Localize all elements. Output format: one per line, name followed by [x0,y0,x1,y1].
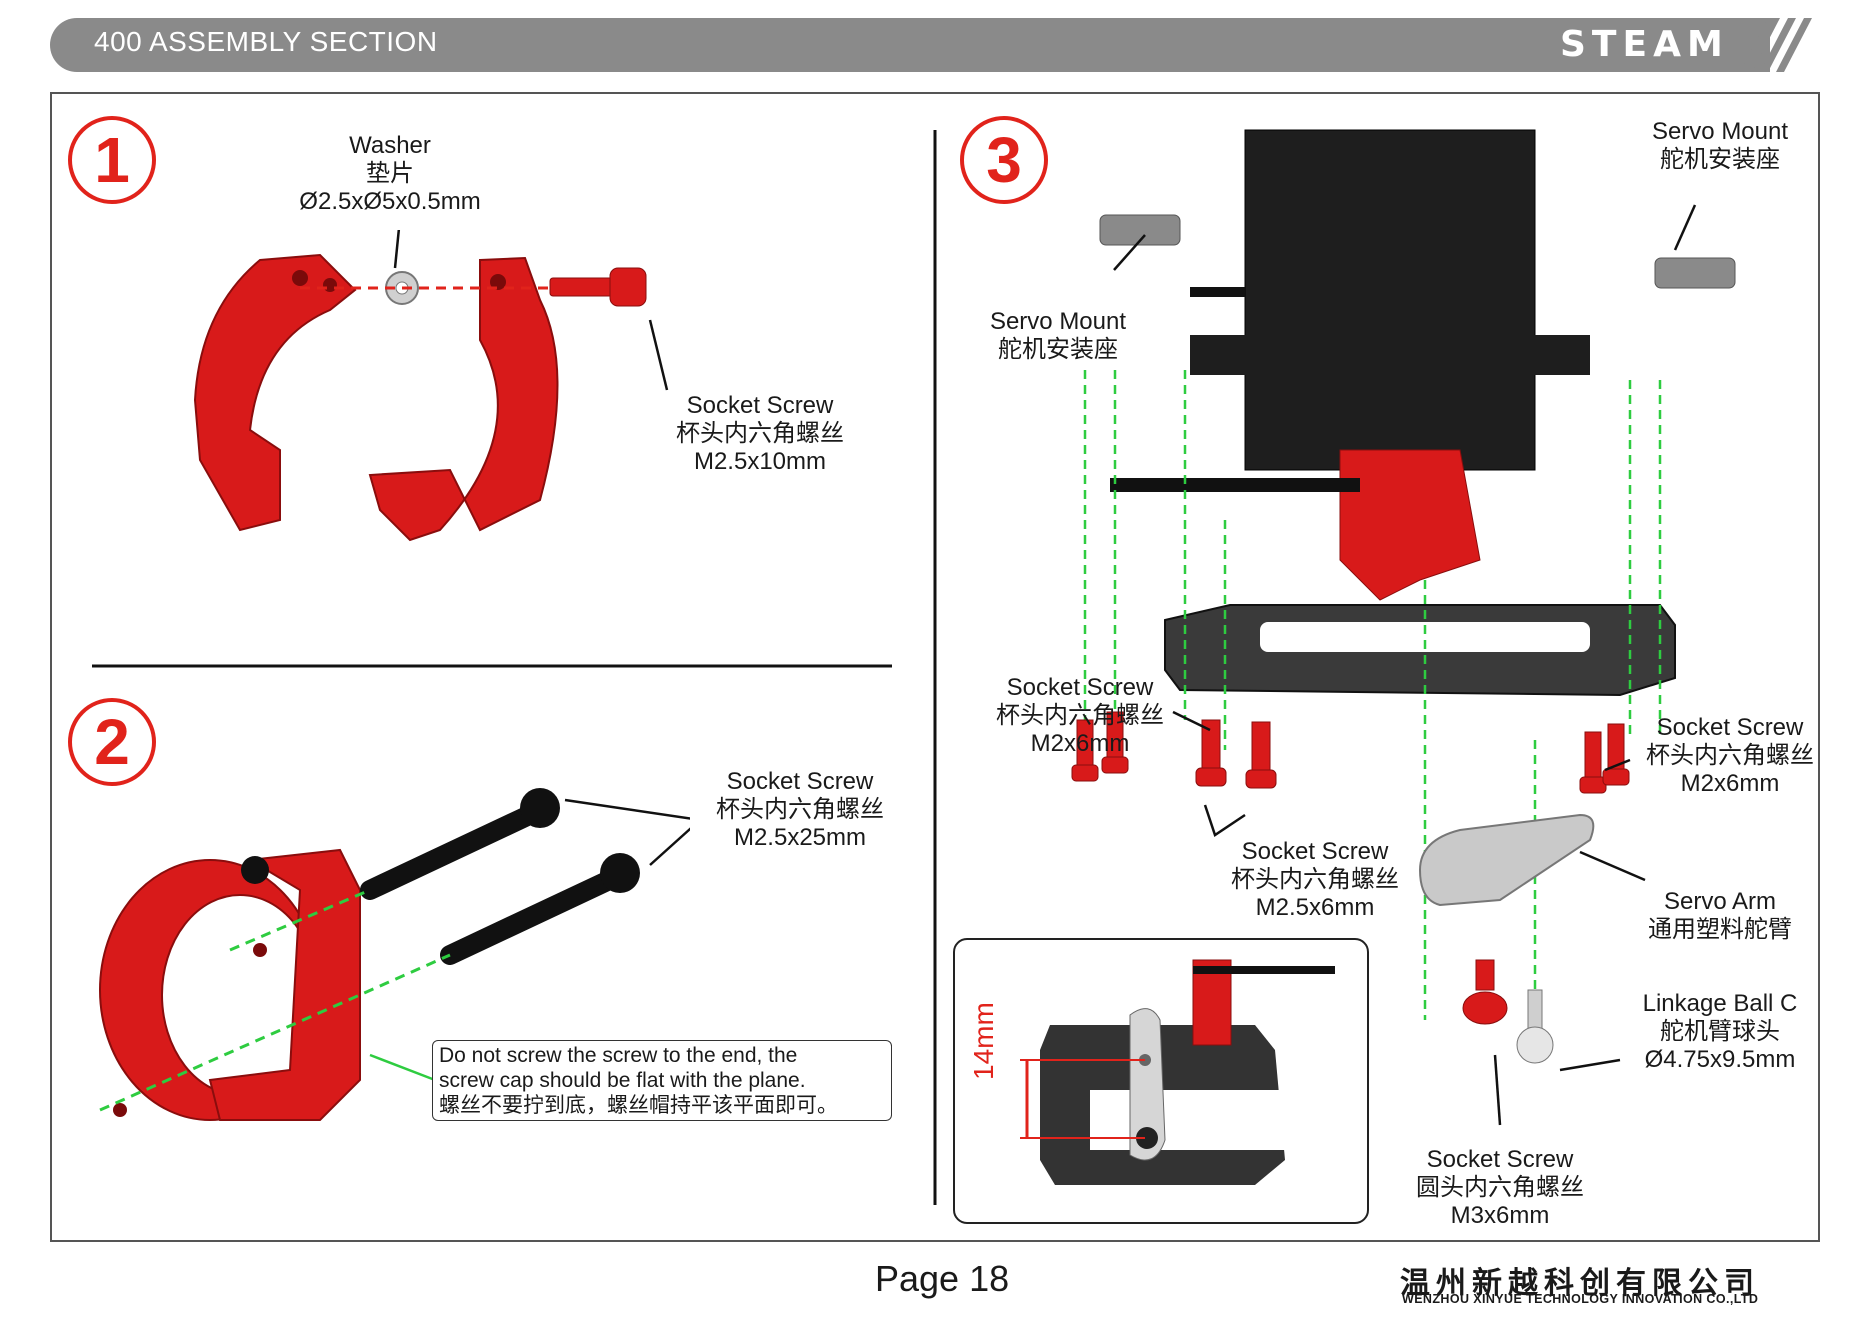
screws-m25x6 [1195,719,1277,789]
socket-screw-m25x10-label: Socket Screw 杯头内六角螺丝 M2.5x10mm [676,392,844,475]
servo-body [1244,129,1536,471]
socket-screw-m25x25-label: Socket Screw 杯头内六角螺丝 M2.5x25mm [716,768,884,851]
header-bar [50,18,1770,72]
assembly-note: Do not screw the screw to the end, the s… [432,1040,892,1121]
step-3-illustration [1071,129,1736,1126]
page-number: Page 18 [875,1258,1010,1299]
washer-label: Washer 垫片 Ø2.5xØ5x0.5mm [299,132,481,215]
content-frame [50,92,1820,1242]
inset-clamp [1192,959,1232,1046]
guide-lines-green [1083,370,1662,1020]
servo-mount-left-label: Servo Mount 舵机安装座 [989,308,1127,363]
servo-arm-part [1418,813,1595,907]
brand-logo: STEAM [1560,24,1729,65]
socket-screw-m3x6-label: Socket Screw 圆头内六角螺丝 M3x6mm [1416,1146,1584,1229]
socket-screw-m25x6-label: Socket Screw 杯头内六角螺丝 M2.5x6mm [1231,838,1399,921]
step-1-illustration [193,230,669,542]
socket-screw-m2x6-left-label: Socket Screw 杯头内六角螺丝 M2x6mm [996,674,1164,757]
servo-arm-label: Servo Arm 通用塑料舵臂 [1648,888,1792,943]
screw-m3x6-part [1475,959,1495,991]
linkage-ball-part [1527,989,1543,1031]
screws-m2x6-right [1579,723,1630,794]
step-3-number: 3 [960,116,1048,204]
detail-inset [953,938,1369,1224]
clamp-right-half [368,256,559,542]
servo-clamp-part [1339,449,1481,601]
long-screws [360,788,640,965]
inset-illustration [1020,959,1335,1185]
servo-mount-left-part [1099,214,1181,246]
dimension-label: 14mm [968,1002,999,1080]
section-title: 400 ASSEMBLY SECTION [94,26,438,57]
step-2-illustration [99,788,690,1121]
company-name-cn: 温州新越科创有限公司 [1400,1267,1760,1300]
clamp-left-half [193,253,357,532]
servo-mount-right-part [1654,257,1736,289]
screws-m2x6-left [1071,711,1129,782]
header-stripes [1740,18,1812,72]
company-name-en: WENZHOU XINYUE TECHNOLOGY INNOVATION CO.… [1402,1292,1759,1306]
servo-mount-right-label: Servo Mount 舵机安装座 [1651,118,1789,173]
inset-servo-arm [1129,1008,1166,1161]
linkage-ball-label: Linkage Ball C 舵机臂球头 Ø4.75x9.5mm [1642,990,1798,1073]
step-1-number: 1 [68,116,156,204]
step-2-number: 2 [68,698,156,786]
socket-screw-m2x6-right-label: Socket Screw 杯头内六角螺丝 M2x6mm [1646,714,1814,797]
